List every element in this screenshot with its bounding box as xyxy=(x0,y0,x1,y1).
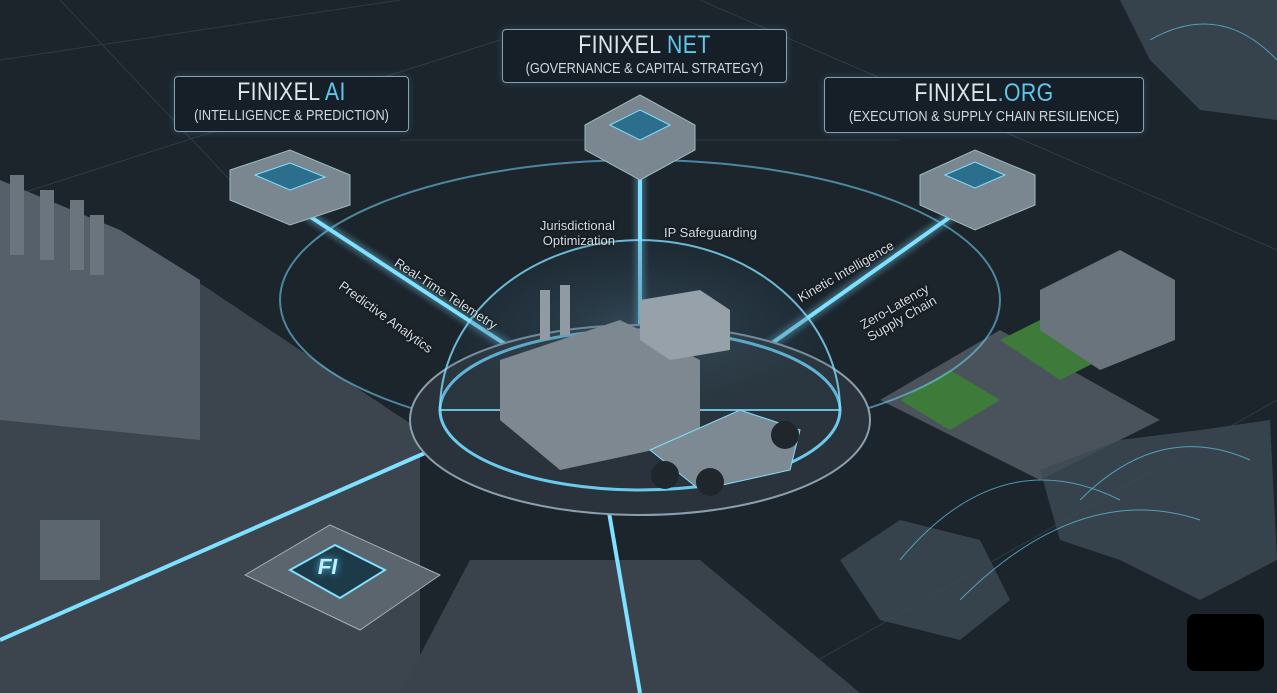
node-net-cube xyxy=(584,94,696,181)
node-org-cube xyxy=(919,149,1036,231)
node-label-finixel-org: FINIXEL.ORG (EXECUTION & SUPPLY CHAIN RE… xyxy=(824,77,1144,133)
node-subtitle: (INTELLIGENCE & PREDICTION) xyxy=(194,107,389,124)
network-arcs xyxy=(899,23,1277,601)
node-subtitle: (GOVERNANCE & CAPITAL STRATEGY) xyxy=(525,60,764,77)
corner-overlay xyxy=(1187,614,1264,671)
brand-text: FINIXEL xyxy=(237,78,320,106)
brand-suffix: AI xyxy=(324,78,346,106)
brand-suffix: NET xyxy=(667,31,711,59)
ev-chassis xyxy=(649,409,801,496)
supply-site-right xyxy=(880,250,1175,480)
flow-label-jurisdictional-optimization: Jurisdictional Optimization xyxy=(530,218,615,248)
node-subtitle: (EXECUTION & SUPPLY CHAIN RESILIENCE) xyxy=(848,108,1120,125)
chip-label: FI xyxy=(315,554,340,579)
brand-text: FINIXEL xyxy=(578,31,661,59)
flow-line: Optimization xyxy=(542,233,615,248)
world-map xyxy=(840,0,1277,640)
flow-label-ip-safeguarding: IP Safeguarding xyxy=(664,225,757,240)
brand-suffix: .ORG xyxy=(997,79,1054,107)
brand-text: FINIXEL xyxy=(914,79,998,107)
node-label-finixel-net: FINIXEL NET (GOVERNANCE & CAPITAL STRATE… xyxy=(502,29,787,83)
fi-chip xyxy=(243,524,442,631)
central-hub xyxy=(409,239,871,516)
node-label-finixel-ai: FINIXEL AI (INTELLIGENCE & PREDICTION) xyxy=(174,76,409,132)
flow-line: Jurisdictional xyxy=(539,218,615,233)
node-ai-cube xyxy=(229,149,351,226)
